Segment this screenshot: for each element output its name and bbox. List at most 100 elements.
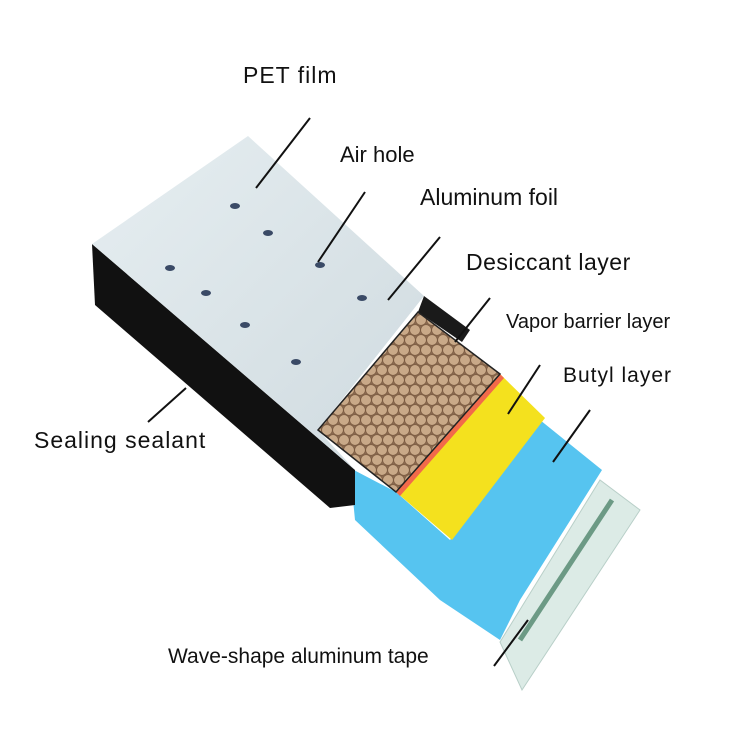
desiccant-bead — [387, 344, 399, 356]
desiccant-bead — [393, 354, 405, 366]
desiccant-bead — [398, 364, 410, 376]
desiccant-bead — [393, 434, 405, 446]
desiccant-bead — [398, 444, 410, 456]
desiccant-bead — [387, 404, 399, 416]
desiccant-bead — [398, 384, 410, 396]
desiccant-bead — [493, 295, 504, 306]
desiccant-bead — [437, 394, 449, 406]
desiccant-bead — [431, 404, 443, 416]
desiccant-bead — [376, 364, 388, 376]
desiccant-bead — [354, 404, 366, 416]
desiccant-bead — [426, 374, 438, 386]
desiccant-bead — [300, 505, 311, 516]
desiccant-bead — [475, 324, 487, 336]
desiccant-bead — [515, 375, 526, 386]
desiccant-bead — [442, 404, 454, 416]
desiccant-bead — [382, 474, 394, 486]
air-hole — [201, 290, 211, 296]
desiccant-bead — [437, 414, 449, 426]
desiccant-bead — [431, 344, 443, 356]
blue-base-layer — [350, 420, 602, 640]
aluminum-foil-shape — [418, 296, 470, 342]
desiccant-bead — [365, 384, 377, 396]
desiccant-bead — [437, 374, 449, 386]
desiccant-bead — [437, 334, 449, 346]
label-desiccant-layer: Desiccant layer — [466, 249, 631, 275]
desiccant-bead — [486, 324, 498, 336]
desiccant-bead — [343, 404, 355, 416]
label-aluminum-foil: Aluminum foil — [420, 184, 559, 210]
desiccant-bead — [486, 344, 498, 356]
desiccant-bead — [420, 384, 432, 396]
desiccant-bead — [504, 295, 515, 306]
desiccant-bead — [475, 344, 487, 356]
desiccant-bead — [349, 434, 361, 446]
desiccant-bead — [321, 424, 333, 436]
desiccant-bead — [376, 444, 388, 456]
desiccant-bead — [382, 414, 394, 426]
desiccant-bead — [509, 365, 520, 376]
label-vapor-barrier-layer: Vapor barrier layer — [506, 311, 671, 333]
desiccant-bead — [426, 354, 438, 366]
desiccant-bead — [481, 314, 493, 326]
air-hole — [240, 322, 250, 328]
air-hole — [357, 295, 367, 301]
desiccant-bead — [420, 364, 432, 376]
desiccant-bead — [338, 434, 350, 446]
desiccant-bead — [371, 454, 383, 466]
desiccant-bead — [415, 414, 427, 426]
desiccant-bead — [376, 384, 388, 396]
wave-aluminum-tape-shape — [499, 479, 641, 692]
desiccant-bead — [393, 414, 405, 426]
desiccant-bead — [426, 414, 438, 426]
desiccant-bead — [338, 414, 350, 426]
desiccant-bead — [387, 464, 399, 476]
desiccant-bead — [404, 354, 416, 366]
air-hole — [291, 359, 301, 365]
desiccant-bead — [409, 324, 421, 336]
vapor-barrier-shape — [396, 374, 504, 496]
desiccant-bead — [404, 374, 416, 386]
desiccant-bead — [453, 364, 465, 376]
desiccant-bead — [382, 374, 394, 386]
desiccant-bead — [438, 295, 449, 306]
desiccant-bead — [426, 334, 438, 346]
desiccant-bead — [453, 312, 465, 316]
desiccant-bead — [520, 345, 531, 356]
desiccant-bead — [486, 312, 498, 316]
desiccant-bead — [354, 384, 366, 396]
desiccant-bead — [426, 434, 438, 446]
desiccant-bead — [481, 334, 493, 346]
desiccant-bead — [382, 434, 394, 446]
desiccant-bead — [420, 344, 432, 356]
desiccant-bead — [371, 394, 383, 406]
desiccant-bead — [470, 374, 482, 386]
desiccant-bead — [460, 295, 471, 306]
desiccant-bead — [393, 454, 405, 466]
desiccant-bead — [515, 295, 526, 306]
pet-film-shape — [92, 136, 424, 470]
desiccant-bead — [354, 444, 366, 456]
desiccant-bead — [306, 495, 317, 506]
desiccant-bead — [504, 355, 515, 366]
desiccant-bead — [404, 394, 416, 406]
desiccant-bead — [365, 444, 377, 456]
desiccant-bead — [492, 334, 500, 346]
desiccant-bead — [349, 414, 361, 426]
butyl-layer-shape — [396, 374, 545, 540]
desiccant-bead — [459, 374, 471, 386]
desiccant-bead — [515, 335, 526, 346]
desiccant-bead — [415, 394, 427, 406]
desiccant-bead — [404, 454, 416, 466]
desiccant-bead — [327, 414, 339, 426]
desiccant-bead — [431, 364, 443, 376]
desiccant-bead — [409, 444, 421, 456]
label-pet-film: PET film — [243, 62, 338, 88]
desiccant-bead — [349, 394, 361, 406]
desiccant-bead — [382, 394, 394, 406]
label-sealing-sealant: Sealing sealant — [34, 427, 207, 453]
desiccant-bead — [404, 414, 416, 426]
desiccant-bead — [464, 312, 476, 316]
